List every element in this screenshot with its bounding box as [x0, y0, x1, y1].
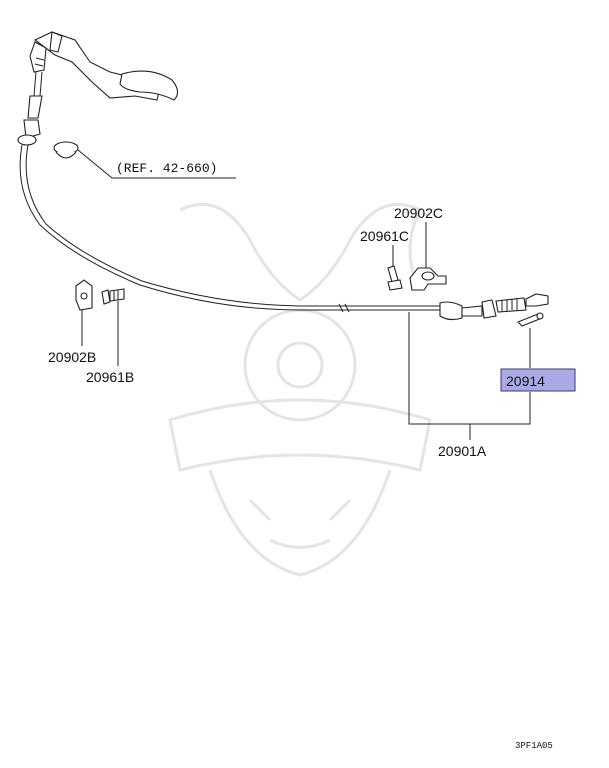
bolt-20961c-part — [387, 265, 403, 291]
pin-20914-part — [517, 312, 544, 327]
label-20961b: 20961B — [86, 369, 134, 385]
label-20914: 20914 — [506, 373, 545, 389]
label-20961c: 20961C — [360, 228, 409, 244]
label-20902b: 20902B — [48, 349, 96, 365]
label-20901a: 20901A — [438, 443, 487, 459]
ref-label: (REF. 42-660) — [116, 161, 217, 176]
watermark-emblem — [168, 202, 432, 577]
clutch-pedal — [17, 31, 179, 146]
highlight-20914[interactable] — [500, 368, 576, 392]
bracket-20902b-part — [75, 279, 93, 311]
diagram-code: 3PF1A05 — [515, 741, 553, 751]
leader-20901a — [408, 312, 531, 440]
clamp-20902c-part — [409, 267, 447, 291]
grommet-part — [53, 141, 79, 159]
clutch-cable — [19, 144, 549, 321]
ref-leader-line — [77, 149, 236, 179]
bolt-20961b-part — [101, 288, 125, 305]
label-20902c: 20902C — [394, 205, 443, 221]
